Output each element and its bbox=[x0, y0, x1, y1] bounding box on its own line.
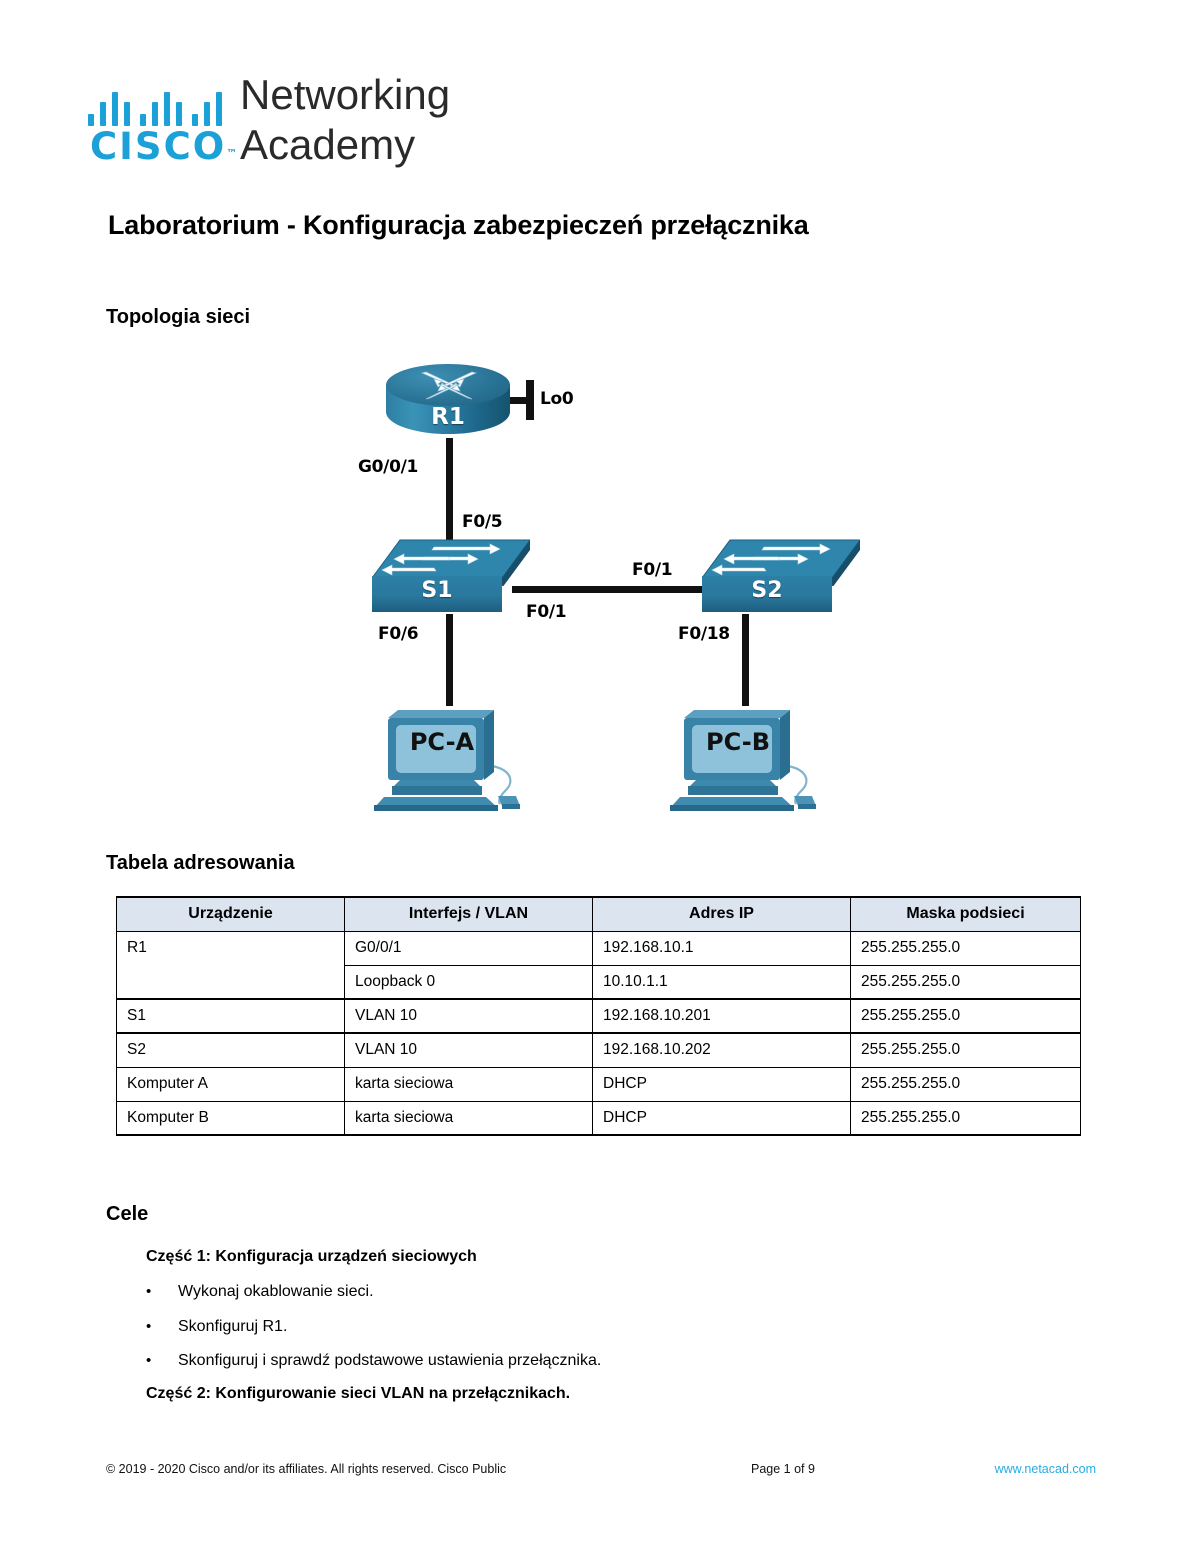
footer-copyright: © 2019 - 2020 Cisco and/or its affiliate… bbox=[106, 1462, 507, 1476]
router-arrows-icon bbox=[420, 371, 478, 400]
label-g0-0-1: G0/0/1 bbox=[358, 457, 419, 477]
device-pc-b: PC-B bbox=[670, 700, 820, 815]
switch-top-face-s1 bbox=[372, 539, 530, 586]
addressing-table: Urządzenie Interfejs / VLAN Adres IP Mas… bbox=[116, 896, 1081, 1136]
goals-bullet-item: • Skonfiguruj i sprawdź podstawowe ustaw… bbox=[146, 1352, 601, 1370]
table-row: S2 VLAN 10 192.168.10.202 255.255.255.0 bbox=[116, 1032, 1081, 1068]
section-heading-addressing-table: Tabela adresowania bbox=[106, 852, 295, 874]
loopback-stub-cap bbox=[526, 380, 534, 420]
goals-bullet-text: Skonfiguruj R1. bbox=[178, 1318, 288, 1335]
cisco-bridge-icon bbox=[88, 84, 224, 126]
switch-front-face-s1 bbox=[372, 576, 502, 612]
cell-device bbox=[116, 965, 345, 1000]
link-s1-to-pca bbox=[446, 614, 453, 706]
logo-line-academy: Academy bbox=[240, 120, 416, 168]
switch-front-face-s2 bbox=[702, 576, 832, 612]
cell-device: Komputer A bbox=[116, 1066, 345, 1102]
cell-interface: Loopback 0 bbox=[344, 964, 593, 1000]
goals-bullet-text: Skonfiguruj i sprawdź podstawowe ustawie… bbox=[178, 1352, 602, 1369]
device-pc-a: PC-A bbox=[374, 700, 524, 815]
footer-divider bbox=[106, 1447, 1094, 1448]
cell-mask: 255.255.255.0 bbox=[850, 1032, 1081, 1068]
cell-interface: karta sieciowa bbox=[344, 1100, 593, 1136]
switch-label-s2: S2 bbox=[751, 578, 783, 603]
cell-ip: 192.168.10.1 bbox=[592, 930, 851, 966]
table-row: Komputer A karta sieciowa DHCP 255.255.2… bbox=[116, 1066, 1081, 1102]
trademark-mark: ™ bbox=[226, 147, 238, 160]
cell-device: Komputer B bbox=[116, 1100, 345, 1136]
pc-label-a: PC-A bbox=[409, 728, 475, 756]
cell-interface: G0/0/1 bbox=[344, 930, 593, 966]
device-switch-s2: S2 bbox=[702, 538, 860, 614]
cisco-wordmark: CISCO™ bbox=[90, 128, 237, 165]
link-s2-to-pcb bbox=[742, 614, 749, 706]
cell-ip: 192.168.10.201 bbox=[592, 998, 851, 1034]
footer-page-number: Page 1 of 9 bbox=[751, 1462, 815, 1476]
column-header-ip: Adres IP bbox=[592, 896, 851, 932]
cell-mask: 255.255.255.0 bbox=[850, 930, 1081, 966]
device-switch-s1: S1 bbox=[372, 538, 530, 614]
goals-part1-title: Część 1: Konfiguracja urządzeń sieciowyc… bbox=[146, 1248, 477, 1265]
pc-icon-b bbox=[670, 710, 816, 811]
bullet-marker-icon: • bbox=[146, 1283, 152, 1300]
cell-mask: 255.255.255.0 bbox=[850, 1066, 1081, 1102]
cell-interface: karta sieciowa bbox=[344, 1066, 593, 1102]
cell-mask: 255.255.255.0 bbox=[850, 964, 1081, 1000]
cell-ip: 10.10.1.1 bbox=[592, 964, 851, 1000]
cell-ip: DHCP bbox=[592, 1100, 851, 1136]
cell-device: S2 bbox=[116, 1032, 345, 1068]
networking-academy-wordmark: Networking Academy bbox=[240, 70, 450, 169]
label-loopback: Lo0 bbox=[540, 389, 574, 409]
label-f0-5: F0/5 bbox=[462, 512, 503, 532]
bullet-marker-icon: • bbox=[146, 1352, 152, 1369]
bullet-marker-icon: • bbox=[146, 1318, 152, 1335]
device-router-r1: R1 bbox=[386, 364, 510, 446]
pc-icon-a bbox=[374, 710, 520, 811]
cisco-networking-academy-logo: CISCO™ Networking Academy bbox=[88, 71, 508, 174]
logo-line-networking: Networking bbox=[240, 71, 451, 118]
goals-part2-title: Część 2: Konfigurowanie sieci VLAN na pr… bbox=[146, 1385, 571, 1402]
section-heading-topology: Topologia sieci bbox=[106, 306, 251, 328]
section-heading-goals: Cele bbox=[106, 1203, 149, 1225]
table-row: Loopback 0 10.10.1.1 255.255.255.0 bbox=[116, 964, 1081, 1000]
page-title: Laboratorium - Konfiguracja zabezpieczeń… bbox=[108, 210, 809, 240]
cell-device: S1 bbox=[116, 998, 345, 1034]
label-s2-f0-1: F0/1 bbox=[632, 560, 673, 580]
switch-top-face-s2 bbox=[702, 539, 860, 586]
link-s1-to-s2 bbox=[512, 586, 730, 593]
goals-bullet-text: Wykonaj okablowanie sieci. bbox=[178, 1283, 374, 1300]
cell-interface: VLAN 10 bbox=[344, 998, 593, 1034]
column-header-mask: Maska podsieci bbox=[850, 896, 1081, 932]
column-header-device: Urządzenie bbox=[116, 896, 345, 932]
label-s1-f0-1: F0/1 bbox=[526, 602, 567, 622]
table-row: S1 VLAN 10 192.168.10.201 255.255.255.0 bbox=[116, 998, 1081, 1034]
goals-bullet-item: • Wykonaj okablowanie sieci. bbox=[146, 1283, 374, 1301]
goals-bullet-item: • Skonfiguruj R1. bbox=[146, 1318, 287, 1336]
table-row: R1 G0/0/1 192.168.10.1 255.255.255.0 bbox=[116, 930, 1081, 966]
cell-device: R1 bbox=[116, 930, 345, 965]
switch-label-s1: S1 bbox=[421, 578, 453, 603]
label-f0-18: F0/18 bbox=[678, 624, 730, 644]
table-row: Komputer B karta sieciowa DHCP 255.255.2… bbox=[116, 1100, 1081, 1136]
cell-ip: DHCP bbox=[592, 1066, 851, 1102]
cell-mask: 255.255.255.0 bbox=[850, 1100, 1081, 1136]
cell-interface: VLAN 10 bbox=[344, 1032, 593, 1068]
label-f0-6: F0/6 bbox=[378, 624, 419, 644]
link-r1-to-s1 bbox=[446, 438, 453, 550]
cell-ip: 192.168.10.202 bbox=[592, 1032, 851, 1068]
cisco-wordmark-text: CISCO bbox=[90, 125, 227, 168]
network-topology-diagram: Lo0 R1 G0/0/1 F0/5 S1 bbox=[330, 352, 890, 832]
cell-mask: 255.255.255.0 bbox=[850, 998, 1081, 1034]
column-header-interface: Interfejs / VLAN bbox=[344, 896, 593, 932]
pc-label-b: PC-B bbox=[705, 728, 770, 756]
footer-netacad-link[interactable]: www.netacad.com bbox=[994, 1462, 1096, 1476]
router-label-r1: R1 bbox=[431, 404, 465, 430]
table-header-row: Urządzenie Interfejs / VLAN Adres IP Mas… bbox=[116, 896, 1081, 932]
